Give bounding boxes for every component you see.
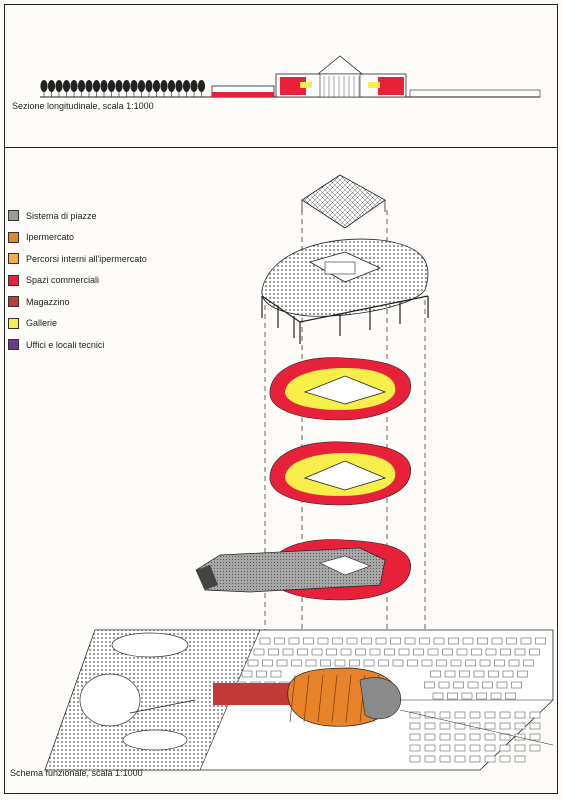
- legend-label: Spazi commerciali: [26, 275, 100, 285]
- legend-label: Magazzino: [26, 296, 70, 307]
- gallery-block-right: [368, 82, 380, 88]
- right-shop-block: [378, 77, 404, 95]
- warehouse-block: [213, 683, 293, 705]
- legend-swatch: [8, 210, 19, 221]
- legend-label: Uffici e locali tecnici: [26, 339, 105, 350]
- legend-swatch: [8, 274, 19, 286]
- low-wing-red-band: [212, 92, 274, 97]
- commercial-level-middle: [269, 441, 412, 506]
- legend-label: Sistema di piazze: [26, 210, 97, 221]
- legend-item: Ipermercato: [8, 228, 208, 247]
- legend-swatch: [8, 339, 19, 350]
- legend-item: Uffici e locali tecnici: [8, 335, 208, 354]
- legend-item: Percorsi interni all'ipermercato: [8, 249, 208, 268]
- central-hall: [319, 73, 361, 98]
- hall-facade-lines: [323, 76, 360, 97]
- parking-platform: [409, 89, 541, 98]
- gallery-block-left: [300, 82, 312, 88]
- legend-item: Sistema di piazze: [8, 206, 208, 225]
- plaza-roof-level: [261, 238, 429, 344]
- legend-item: Magazzino: [8, 292, 208, 311]
- roof-pyramid-level: [301, 174, 386, 229]
- legend-swatch: [8, 317, 19, 329]
- section-caption: Sezione longitudinale, scala 1:1000: [12, 101, 154, 111]
- legend-label: Ipermercato: [26, 232, 75, 242]
- legend-label: Gallerie: [26, 318, 58, 328]
- left-shop-block: [280, 77, 306, 95]
- ground-plaza-level: [195, 539, 412, 601]
- drawing-sheet: [4, 4, 558, 794]
- legend-item: Spazi commerciali: [8, 271, 208, 290]
- section-divider-top: [5, 147, 557, 148]
- legend-label: Percorsi interni all'ipermercato: [26, 253, 147, 264]
- legend-item: Gallerie: [8, 314, 208, 333]
- legend-swatch: [8, 231, 19, 243]
- longitudinal-section-drawing: [40, 55, 541, 98]
- legend-swatch: [8, 253, 19, 264]
- scheme-caption: Schema funzionale, scala 1:1000: [10, 768, 143, 778]
- tree-row: [40, 80, 206, 97]
- site-plan-level: [44, 629, 554, 771]
- legend-swatch: [8, 296, 19, 307]
- commercial-level-upper: [269, 357, 412, 421]
